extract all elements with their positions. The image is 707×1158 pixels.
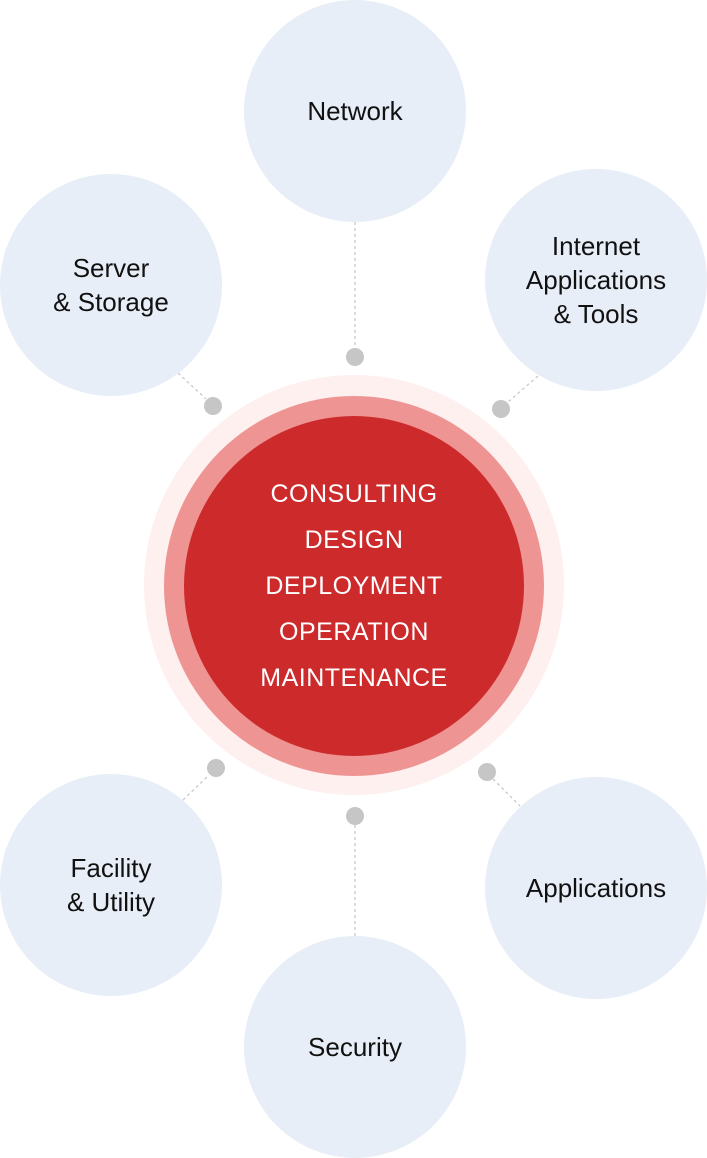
service-operation: OPERATION <box>279 618 429 646</box>
satellite-facility-label: Facility & Utility <box>66 853 156 917</box>
connector-dot-applications <box>478 763 496 781</box>
satellite-security: Security <box>244 936 466 1158</box>
connector-dot-security <box>346 807 364 825</box>
connector-dot-server <box>204 397 222 415</box>
satellite-server-storage: Server & Storage <box>0 174 222 396</box>
satellite-security-label: Security <box>308 1032 402 1062</box>
satellite-applications: Applications <box>485 777 707 999</box>
satellite-internet-label: Internet Applications & Tools <box>525 231 667 329</box>
connector-line-facility <box>182 774 210 801</box>
service-maintenance: MAINTENANCE <box>260 664 448 692</box>
hub-core: CONSULTING DESIGN DEPLOYMENT OPERATION M… <box>184 416 524 756</box>
satellite-facility-utility: Facility & Utility <box>0 774 222 996</box>
satellite-internet-applications-tools: Internet Applications & Tools <box>485 169 707 391</box>
connector-line-server <box>177 372 207 400</box>
connector-dot-network <box>346 348 364 366</box>
connector-facility <box>182 759 225 801</box>
satellite-network: Network <box>244 0 466 222</box>
service-deployment: DEPLOYMENT <box>265 572 443 600</box>
connector-line-internet <box>506 375 539 404</box>
connector-network <box>346 222 364 366</box>
satellite-network-label: Network <box>307 96 403 126</box>
connector-security <box>346 807 364 936</box>
connector-server <box>177 372 222 415</box>
connector-internet <box>492 375 539 418</box>
satellite-applications-label: Applications <box>525 873 667 903</box>
service-consulting: CONSULTING <box>270 480 438 508</box>
satellite-server-label: Server & Storage <box>53 253 169 317</box>
service-design: DESIGN <box>304 526 404 554</box>
connector-dot-facility <box>207 759 225 777</box>
connector-dot-internet <box>492 400 510 418</box>
connector-applications <box>478 763 521 807</box>
connector-line-applications <box>492 778 521 807</box>
